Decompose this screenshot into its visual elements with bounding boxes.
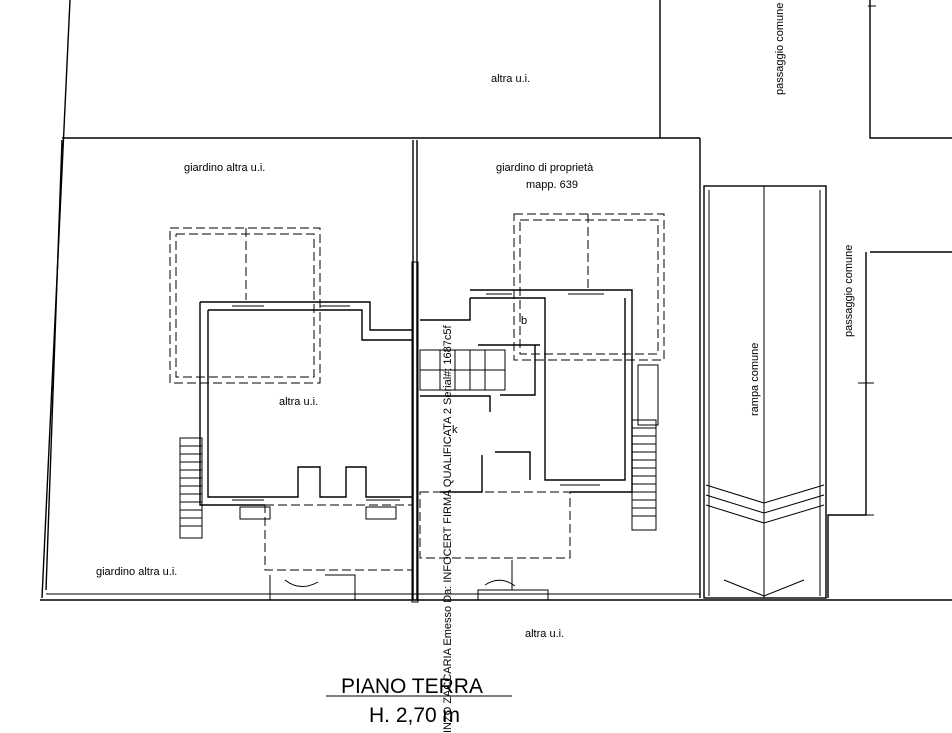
plan-height: H. 2,70 m [369, 704, 460, 727]
title-block: PIANO TERRA H. 2,70 m [326, 675, 512, 727]
rampa-comune [703, 185, 827, 599]
plan-title: PIANO TERRA [341, 675, 483, 698]
left-stair-treads [180, 445, 202, 527]
label-passaggio-right: passaggio comune [843, 245, 855, 337]
label-b: b [521, 315, 527, 327]
plan-labels: altra u.i. passaggio comune giardino alt… [96, 3, 855, 640]
label-giardino-altra-bottom: giardino altra u.i. [96, 566, 177, 578]
label-passaggio-top: passaggio comune [774, 3, 786, 95]
signature-watermark: INZO ZACCARIA Emesso Da: INFOCERT FIRMA … [442, 325, 454, 733]
label-rampa: rampa comune [749, 343, 761, 416]
right-stair-treads [632, 427, 656, 517]
site-boundaries [40, 0, 952, 601]
label-altra-bottom: altra u.i. [525, 628, 564, 640]
left-unit [169, 227, 413, 600]
label-altra-center: altra u.i. [279, 396, 318, 408]
party-wall [411, 140, 419, 603]
label-mapp: mapp. 639 [526, 179, 578, 191]
right-unit [419, 213, 665, 600]
label-giardino-proprieta: giardino di proprietà [496, 162, 594, 174]
label-giardino-altra-left: giardino altra u.i. [184, 162, 265, 174]
label-altra-top: altra u.i. [491, 73, 530, 85]
label-k: k [452, 424, 458, 436]
